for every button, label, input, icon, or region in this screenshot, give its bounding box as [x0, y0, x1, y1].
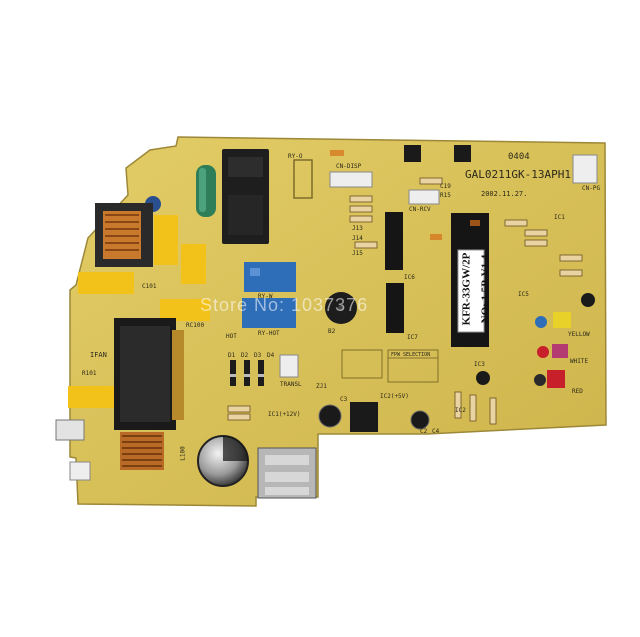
- led-red: [547, 370, 565, 388]
- cap-c4: [410, 410, 430, 430]
- switch-2: [454, 145, 471, 162]
- connector-cn-disp: [329, 171, 373, 188]
- label-rc100: RC100: [186, 322, 205, 329]
- board-serial: 0404: [508, 152, 530, 162]
- label-ic1-12v: IC1(+12V): [268, 411, 301, 418]
- label-r15: R15: [440, 192, 451, 199]
- connector-cn-pg: [572, 154, 598, 184]
- label-ry-hot: RY-HOT: [258, 330, 280, 337]
- x-capacitor-5: [68, 386, 114, 408]
- label-white: WHITE: [570, 358, 589, 365]
- label-ic7: IC7: [407, 334, 418, 341]
- label-ry-o: RY-O: [288, 153, 303, 160]
- x-capacitor-4: [160, 299, 210, 321]
- resistors: [227, 177, 583, 425]
- connector-left-small: [69, 461, 91, 481]
- label-d1: D1: [228, 352, 236, 359]
- label-ry-w: RY-W: [258, 293, 273, 300]
- diodes: [230, 360, 264, 386]
- switch-1: [404, 145, 421, 162]
- board-date-code: 2002.11.27.: [481, 190, 528, 198]
- label-transl: TRANSL: [280, 381, 302, 388]
- board-model-code: GAL0211GK-13APH1: [465, 168, 571, 181]
- x-capacitor-1: [154, 215, 178, 265]
- label-ic1: IC1: [554, 214, 565, 221]
- label-c19: C19: [440, 183, 451, 190]
- led-yellow: [553, 312, 571, 328]
- label-cn-pg: CN-PG: [582, 185, 601, 192]
- transistor-1: [476, 371, 490, 385]
- label-hot: HOT: [226, 333, 237, 340]
- label-cn-disp: CN-DISP: [336, 163, 362, 170]
- label-yellow: YELLOW: [568, 331, 590, 338]
- label-ic3: IC3: [474, 361, 485, 368]
- x-capacitor-3: [78, 272, 134, 294]
- copper-coil: [120, 432, 164, 470]
- transistor-2: [581, 293, 595, 307]
- heatsink: [257, 447, 317, 499]
- cap-c3: [318, 404, 342, 428]
- selection-table: [341, 349, 439, 383]
- label-ic6: IC6: [404, 274, 415, 281]
- watermark-text: Store No: 1037376: [200, 295, 369, 315]
- relay-blue-1: [244, 262, 296, 292]
- label-d2: D2: [241, 352, 249, 359]
- voltage-regulator: [350, 402, 378, 432]
- chip-sticker: [457, 249, 485, 333]
- chip-sticker-line1: KFR-33GW/2P: [460, 252, 473, 326]
- label-c3: C3: [340, 396, 348, 403]
- label-c101: C101: [142, 283, 157, 290]
- label-j13: J13: [352, 225, 363, 232]
- label-c4: C4: [432, 428, 440, 435]
- label-d4: D4: [267, 352, 275, 359]
- side-clip: [55, 419, 85, 441]
- label-d3: D3: [254, 352, 262, 359]
- relay-blue-2: [242, 298, 296, 328]
- ic-upper: [385, 212, 403, 270]
- label-j15: J15: [352, 250, 363, 257]
- chip-sticker-line2: NO: 1.5P-V1.4: [479, 254, 492, 324]
- connector-transl: [279, 354, 299, 378]
- led-white: [552, 344, 568, 358]
- ic-lower: [386, 283, 404, 333]
- connector-cn-rcv: [408, 189, 440, 205]
- x-capacitor-2: [181, 244, 206, 284]
- label-b2: B2: [328, 328, 336, 335]
- label-r101: R101: [82, 370, 97, 377]
- label-cn-rcv: CN-RCV: [409, 206, 431, 213]
- label-ic5: IC5: [518, 291, 529, 298]
- label-fpw-selection: FPW SELECTION: [391, 352, 431, 358]
- label-ic2-5v: IC2(+5V): [380, 393, 409, 400]
- label-zj1: ZJ1: [316, 383, 327, 390]
- label-c2: C2: [420, 428, 428, 435]
- label-j14: J14: [352, 235, 363, 242]
- label-red: RED: [572, 388, 583, 395]
- label-l100: L100: [179, 446, 187, 461]
- label-ifan: IFAN: [90, 351, 107, 359]
- label-ic2: IC2: [455, 407, 466, 414]
